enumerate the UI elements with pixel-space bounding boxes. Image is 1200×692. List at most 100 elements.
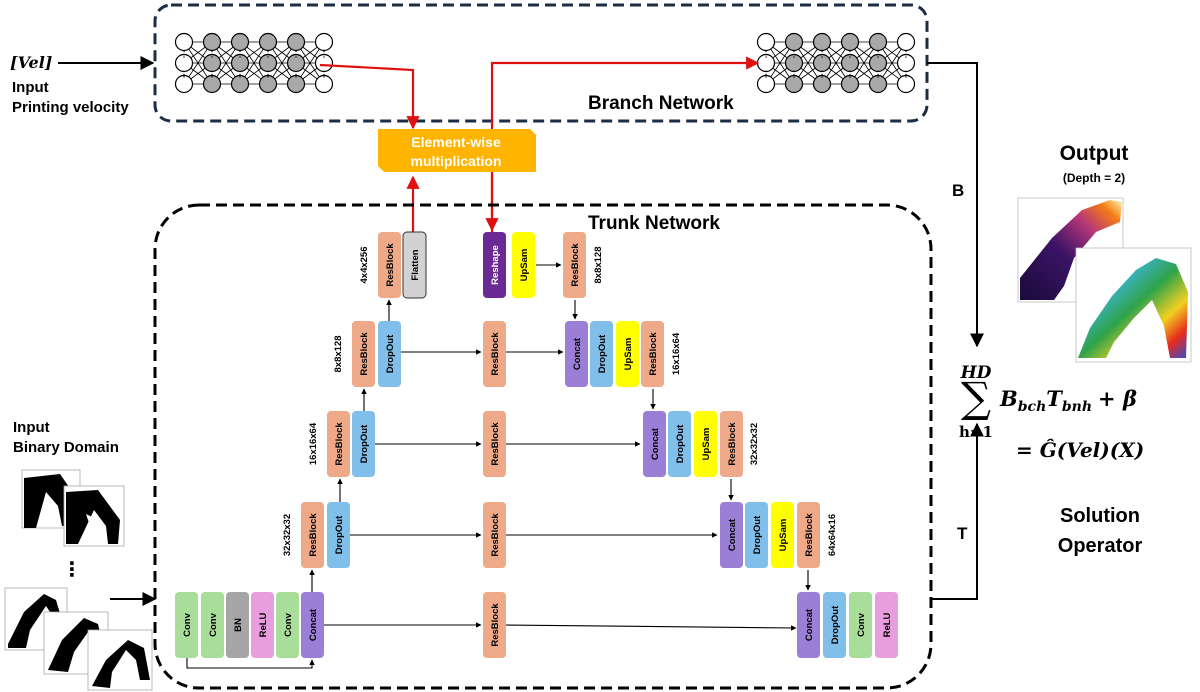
svg-text:Conv: Conv bbox=[856, 612, 867, 636]
branch-network-title: Branch Network bbox=[588, 93, 734, 114]
svg-text:ResBlock: ResBlock bbox=[490, 603, 501, 647]
sum-upper: HD bbox=[960, 363, 992, 383]
svg-text:DropOut: DropOut bbox=[359, 424, 370, 463]
mlp-node bbox=[286, 74, 306, 94]
mlp-ellipsis: ⋮ bbox=[264, 50, 272, 59]
svg-text:Concat: Concat bbox=[572, 337, 583, 370]
relu-block: ReLU bbox=[875, 592, 898, 658]
resblock-block: ResBlock bbox=[797, 502, 820, 568]
svg-text:Concat: Concat bbox=[650, 427, 661, 460]
upsam-block: UpSam bbox=[512, 232, 535, 298]
dropout-block: DropOut bbox=[745, 502, 768, 568]
mlp-ellipsis: ⋮ bbox=[762, 50, 770, 59]
conv-block: Conv bbox=[276, 592, 299, 658]
svg-text:UpSam: UpSam bbox=[519, 249, 530, 282]
branch-output-line bbox=[927, 62, 984, 348]
mlp-node bbox=[230, 53, 250, 73]
svg-text:DropOut: DropOut bbox=[830, 605, 841, 644]
svg-text:DropOut: DropOut bbox=[597, 334, 608, 373]
mlp-ellipsis: ⋮ bbox=[208, 50, 216, 59]
sum-lower: h=1 bbox=[959, 423, 993, 441]
resblock-block: ResBlock bbox=[483, 321, 506, 387]
mlp-ellipsis: ⋮ bbox=[320, 50, 328, 59]
conv-block: Conv bbox=[175, 592, 198, 658]
svg-text:ResBlock: ResBlock bbox=[727, 422, 738, 466]
svg-text:DropOut: DropOut bbox=[385, 334, 396, 373]
resblock-block: ResBlock bbox=[720, 411, 743, 477]
svg-text:Flatten: Flatten bbox=[410, 249, 421, 280]
mlp-node bbox=[314, 32, 334, 52]
binary-domain-image-5 bbox=[87, 629, 153, 691]
svg-text:UpSam: UpSam bbox=[623, 338, 634, 371]
mlp-node bbox=[868, 74, 888, 94]
mlp-node bbox=[840, 32, 860, 52]
upsam-block: UpSam bbox=[694, 411, 717, 477]
resblock-block: ResBlock bbox=[483, 502, 506, 568]
vel-input-desc: Printing velocity bbox=[12, 99, 129, 116]
dimension-label: 32x32x32 bbox=[282, 514, 293, 556]
flow-arrow bbox=[505, 624, 797, 631]
mlp-ellipsis: ⋮ bbox=[874, 50, 882, 59]
elementwise-multiplication-box bbox=[378, 129, 536, 172]
svg-text:Concat: Concat bbox=[727, 518, 738, 551]
svg-text:UpSam: UpSam bbox=[701, 428, 712, 461]
reshape-block: Reshape bbox=[483, 232, 506, 298]
mlp-ellipsis: ⋮ bbox=[320, 70, 328, 79]
flatten-block: Flatten bbox=[402, 231, 427, 299]
mlp-ellipsis: ⋮ bbox=[208, 70, 216, 79]
multiply-label-2: multiplication bbox=[411, 153, 502, 169]
dimension-label: 8x8x128 bbox=[593, 247, 604, 284]
concat-block: Concat bbox=[643, 411, 666, 477]
dropout-block: DropOut bbox=[590, 321, 613, 387]
dimension-label: 16x16x64 bbox=[671, 332, 682, 375]
mlp-node bbox=[756, 32, 776, 52]
svg-text:ResBlock: ResBlock bbox=[308, 513, 319, 557]
mlp-node bbox=[202, 53, 222, 73]
mlp-node bbox=[314, 74, 334, 94]
domain-ellipsis: ⋮ bbox=[62, 559, 82, 581]
svg-text:Conv: Conv bbox=[182, 612, 193, 636]
dimension-label: 4x4x256 bbox=[359, 247, 370, 284]
branch-mlp-left: ⋮⋮⋮⋮⋮⋮⋮⋮⋮⋮⋮⋮ bbox=[174, 32, 334, 94]
solution-operator-line2: Operator bbox=[1058, 535, 1143, 557]
svg-text:Concat: Concat bbox=[804, 608, 815, 641]
operator-equation: = Ĝ(Vel)(X) bbox=[1016, 437, 1144, 462]
mlp-node bbox=[286, 32, 306, 52]
mlp-ellipsis: ⋮ bbox=[790, 50, 798, 59]
dropout-block: DropOut bbox=[823, 592, 846, 658]
mlp-ellipsis: ⋮ bbox=[762, 70, 770, 79]
mlp-ellipsis: ⋮ bbox=[874, 70, 882, 79]
mlp-ellipsis: ⋮ bbox=[818, 50, 826, 59]
svg-text:ResBlock: ResBlock bbox=[648, 332, 659, 376]
upsam-block: UpSam bbox=[616, 321, 639, 387]
mlp-node bbox=[812, 53, 832, 73]
dropout-block: DropOut bbox=[352, 411, 375, 477]
relu-block: ReLU bbox=[251, 592, 274, 658]
resblock-block: ResBlock bbox=[563, 232, 586, 298]
svg-text:ResBlock: ResBlock bbox=[490, 513, 501, 557]
mlp-node bbox=[784, 53, 804, 73]
concat-block: Concat bbox=[301, 592, 324, 658]
t-label: T bbox=[957, 524, 968, 543]
branch-to-multiply-arrow bbox=[319, 63, 420, 130]
skip-arrow bbox=[186, 658, 315, 669]
concat-block: Concat bbox=[797, 592, 820, 658]
trunk-network-box bbox=[153, 203, 933, 690]
mlp-node bbox=[202, 32, 222, 52]
dropout-block: DropOut bbox=[378, 321, 401, 387]
trunk-output-line bbox=[931, 422, 984, 600]
output-image-stress bbox=[1075, 247, 1192, 363]
mlp-ellipsis: ⋮ bbox=[264, 70, 272, 79]
bn-block: BN bbox=[226, 592, 249, 658]
mlp-ellipsis: ⋮ bbox=[292, 70, 300, 79]
svg-text:ResBlock: ResBlock bbox=[804, 513, 815, 557]
mlp-ellipsis: ⋮ bbox=[180, 50, 188, 59]
mlp-node bbox=[174, 53, 194, 73]
svg-text:Conv: Conv bbox=[208, 612, 219, 636]
mlp-node bbox=[896, 32, 916, 52]
mlp-ellipsis: ⋮ bbox=[790, 70, 798, 79]
svg-text:BN: BN bbox=[233, 618, 244, 632]
conv-block: Conv bbox=[849, 592, 872, 658]
mlp-node bbox=[230, 74, 250, 94]
